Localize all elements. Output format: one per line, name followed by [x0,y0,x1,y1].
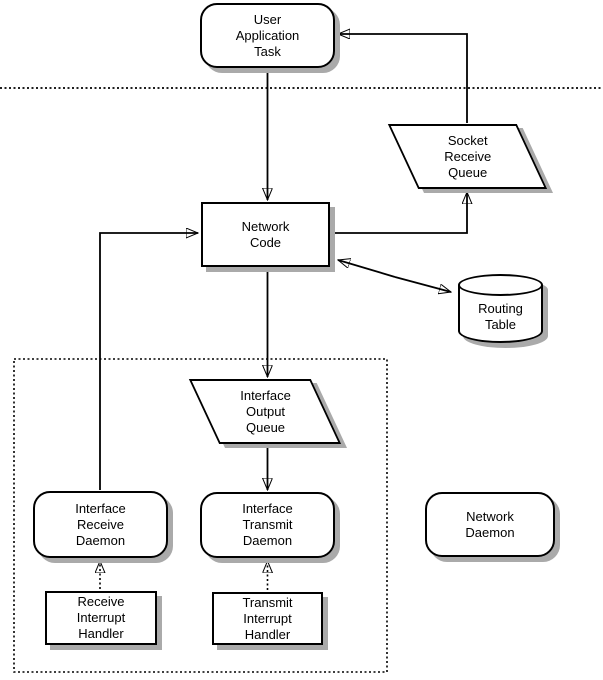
node-routing-table-label: Routing Table [478,300,523,332]
node-receive-interrupt-handler: Receive Interrupt Handler [45,591,157,645]
node-network-daemon: Network Daemon [425,492,555,557]
node-interface-output-queue-label: Interface Output Queue [239,387,291,435]
node-transmit-interrupt-handler: Transmit Interrupt Handler [212,592,323,645]
node-user-application-task-label: User Application Task [235,11,300,59]
node-socket-receive-queue-label: Socket Receive Queue [444,132,491,180]
edge-network-code-routing-table-left-half [338,260,396,278]
node-network-code: Network Code [201,202,330,267]
edge-network-code-routing-table-right-half [394,276,451,292]
node-transmit-interrupt-handler-label: Transmit Interrupt Handler [242,594,293,642]
edge-interface-receive-daemon-to-network-code [99,233,198,490]
node-interface-receive-daemon: Interface Receive Daemon [33,491,168,558]
node-interface-transmit-daemon-label: Interface Transmit Daemon [242,501,293,548]
node-routing-table: Routing Table [458,274,543,343]
node-interface-transmit-daemon: Interface Transmit Daemon [200,492,335,558]
node-network-daemon-label: Network Daemon [465,508,515,540]
cylinder-top-ellipse [458,274,543,296]
driver-boundary-box [13,358,388,673]
edge-network-code-to-socket-receive-queue [331,192,467,234]
node-interface-receive-daemon-label: Interface Receive Daemon [75,500,126,548]
node-user-application-task: User Application Task [200,3,335,68]
node-receive-interrupt-handler-label: Receive Interrupt Handler [76,594,126,641]
edge-socket-receive-queue-to-user-application-task [338,34,468,123]
node-network-code-label: Network Code [241,218,290,250]
